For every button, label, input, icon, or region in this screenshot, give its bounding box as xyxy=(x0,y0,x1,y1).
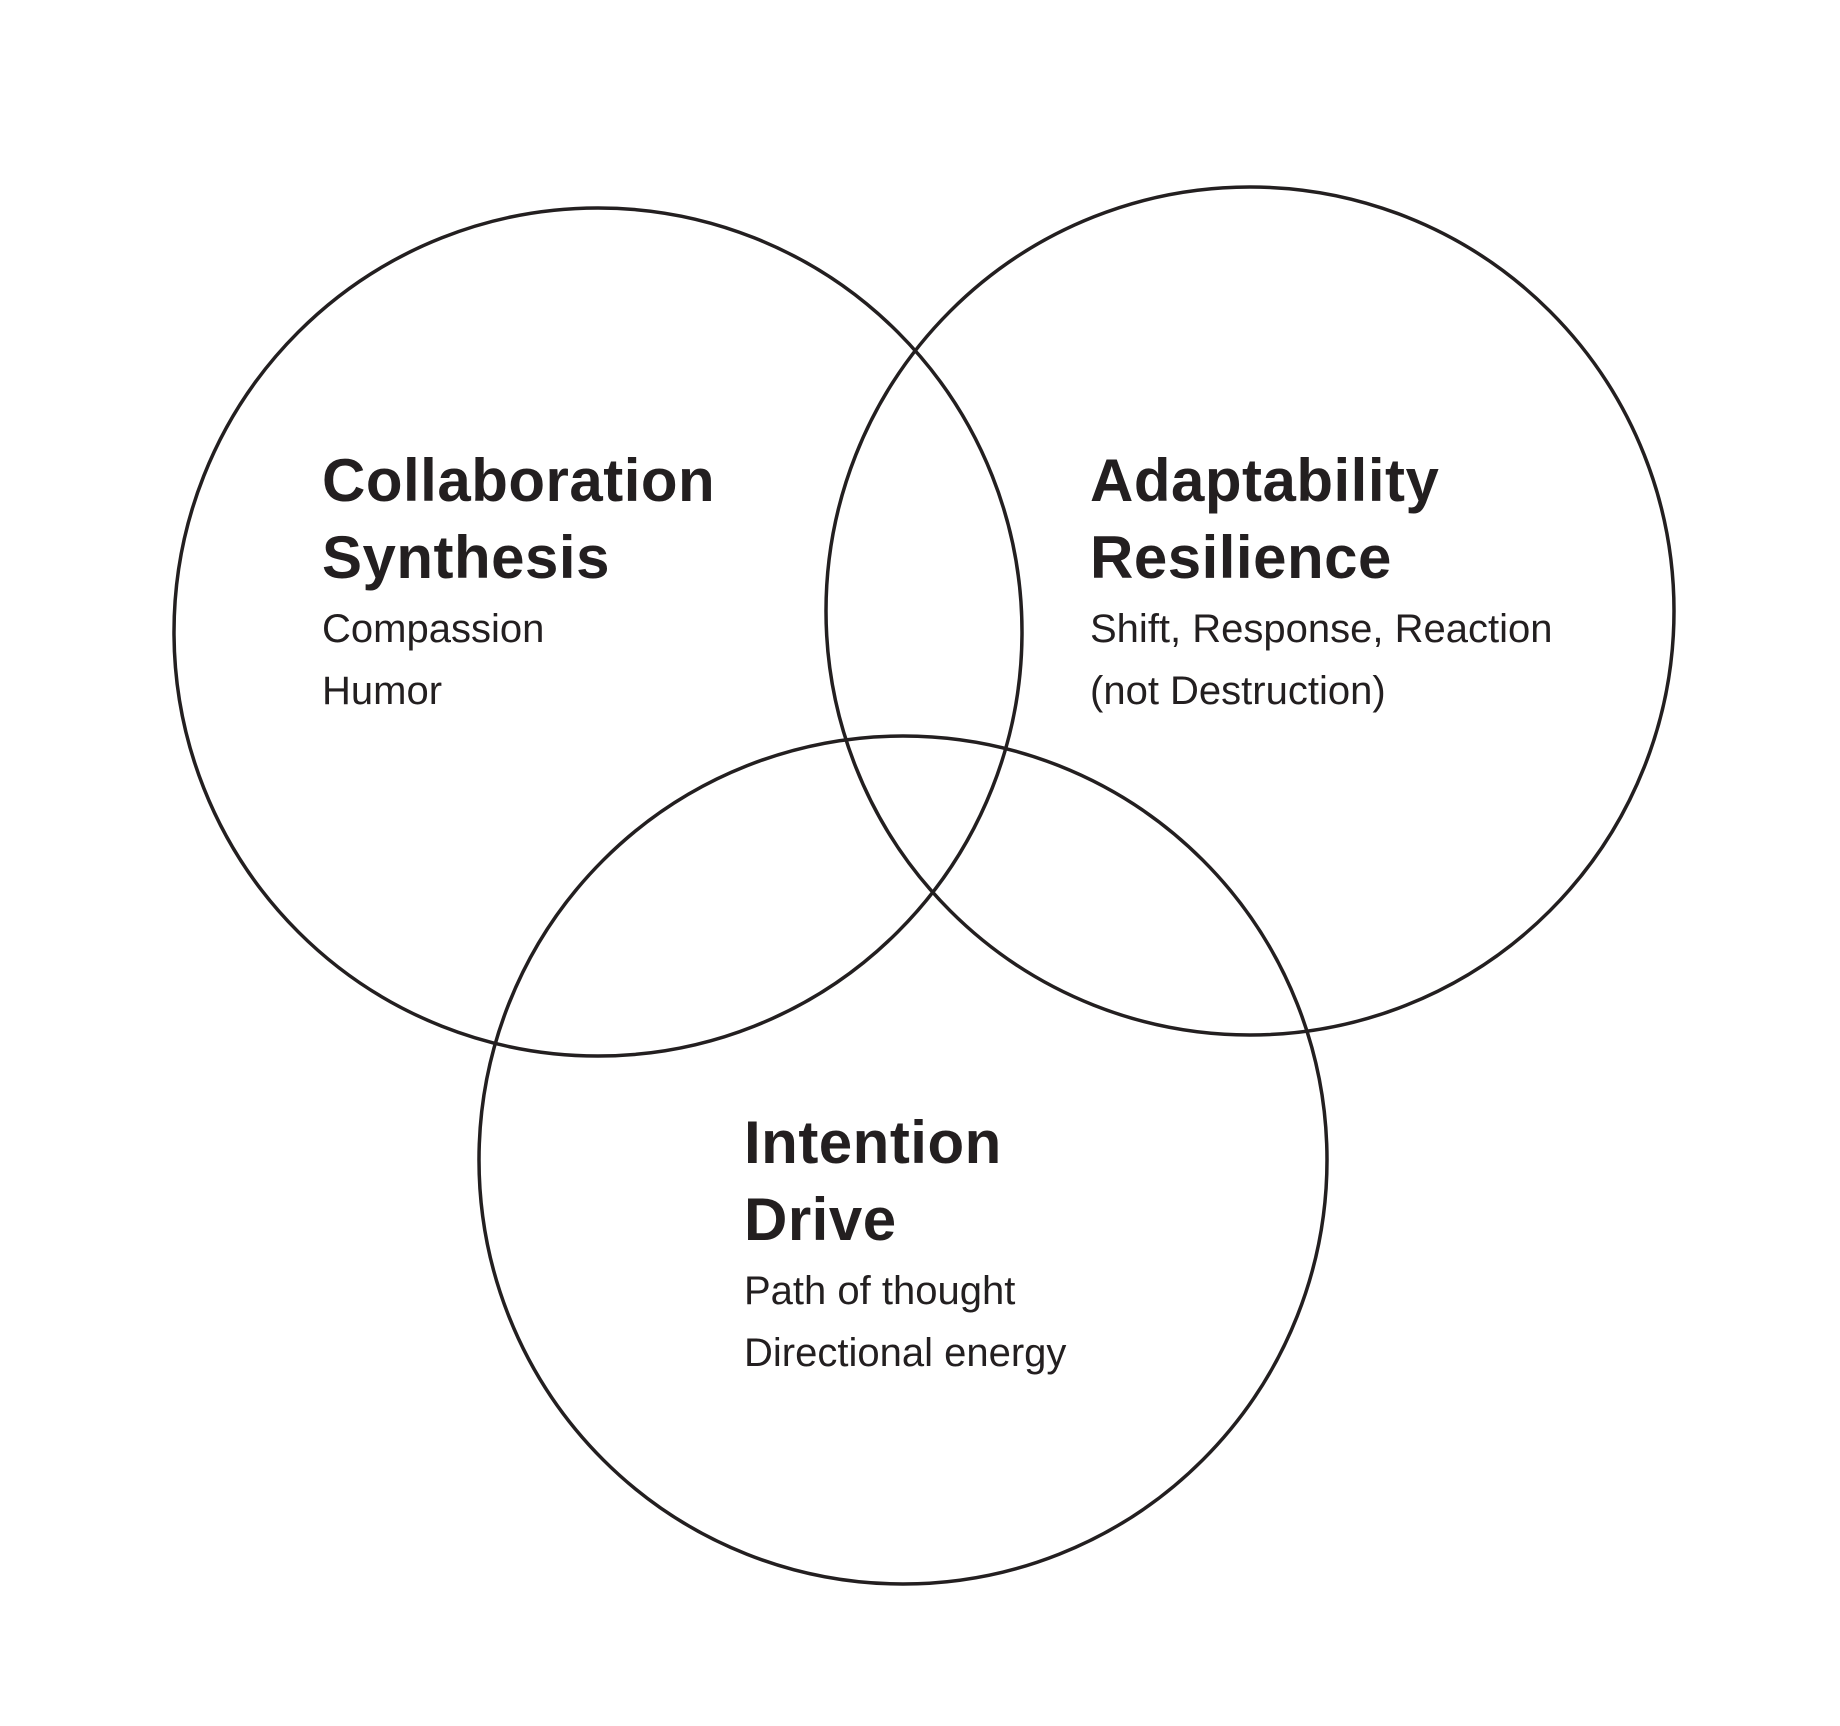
humor-text: Humor xyxy=(322,669,443,713)
synthesis-heading: Synthesis xyxy=(322,524,610,591)
compassion-text: Compassion xyxy=(322,607,545,651)
adaptability-heading: Adaptability xyxy=(1090,447,1440,514)
path-of-thought-text: Path of thought xyxy=(744,1269,1016,1313)
intention-heading: Intention xyxy=(744,1109,1002,1176)
adaptability-circle xyxy=(824,185,1676,1037)
not-destruction-text: (not Destruction) xyxy=(1090,669,1386,713)
adaptability-label-group: Adaptability Resilience Shift, Response,… xyxy=(1090,442,1552,720)
collaboration-label-group: Collaboration Synthesis Compassion Humor xyxy=(322,442,715,720)
resilience-heading: Resilience xyxy=(1090,524,1392,591)
collaboration-heading: Collaboration xyxy=(322,447,716,514)
intention-label-group: Intention Drive Path of thought Directio… xyxy=(744,1104,1066,1382)
drive-heading: Drive xyxy=(744,1186,897,1253)
directional-energy-text: Directional energy xyxy=(744,1331,1067,1375)
collaboration-circle xyxy=(172,206,1024,1058)
intention-circle xyxy=(477,734,1329,1586)
shift-response-reaction-text: Shift, Response, Reaction xyxy=(1090,607,1553,651)
